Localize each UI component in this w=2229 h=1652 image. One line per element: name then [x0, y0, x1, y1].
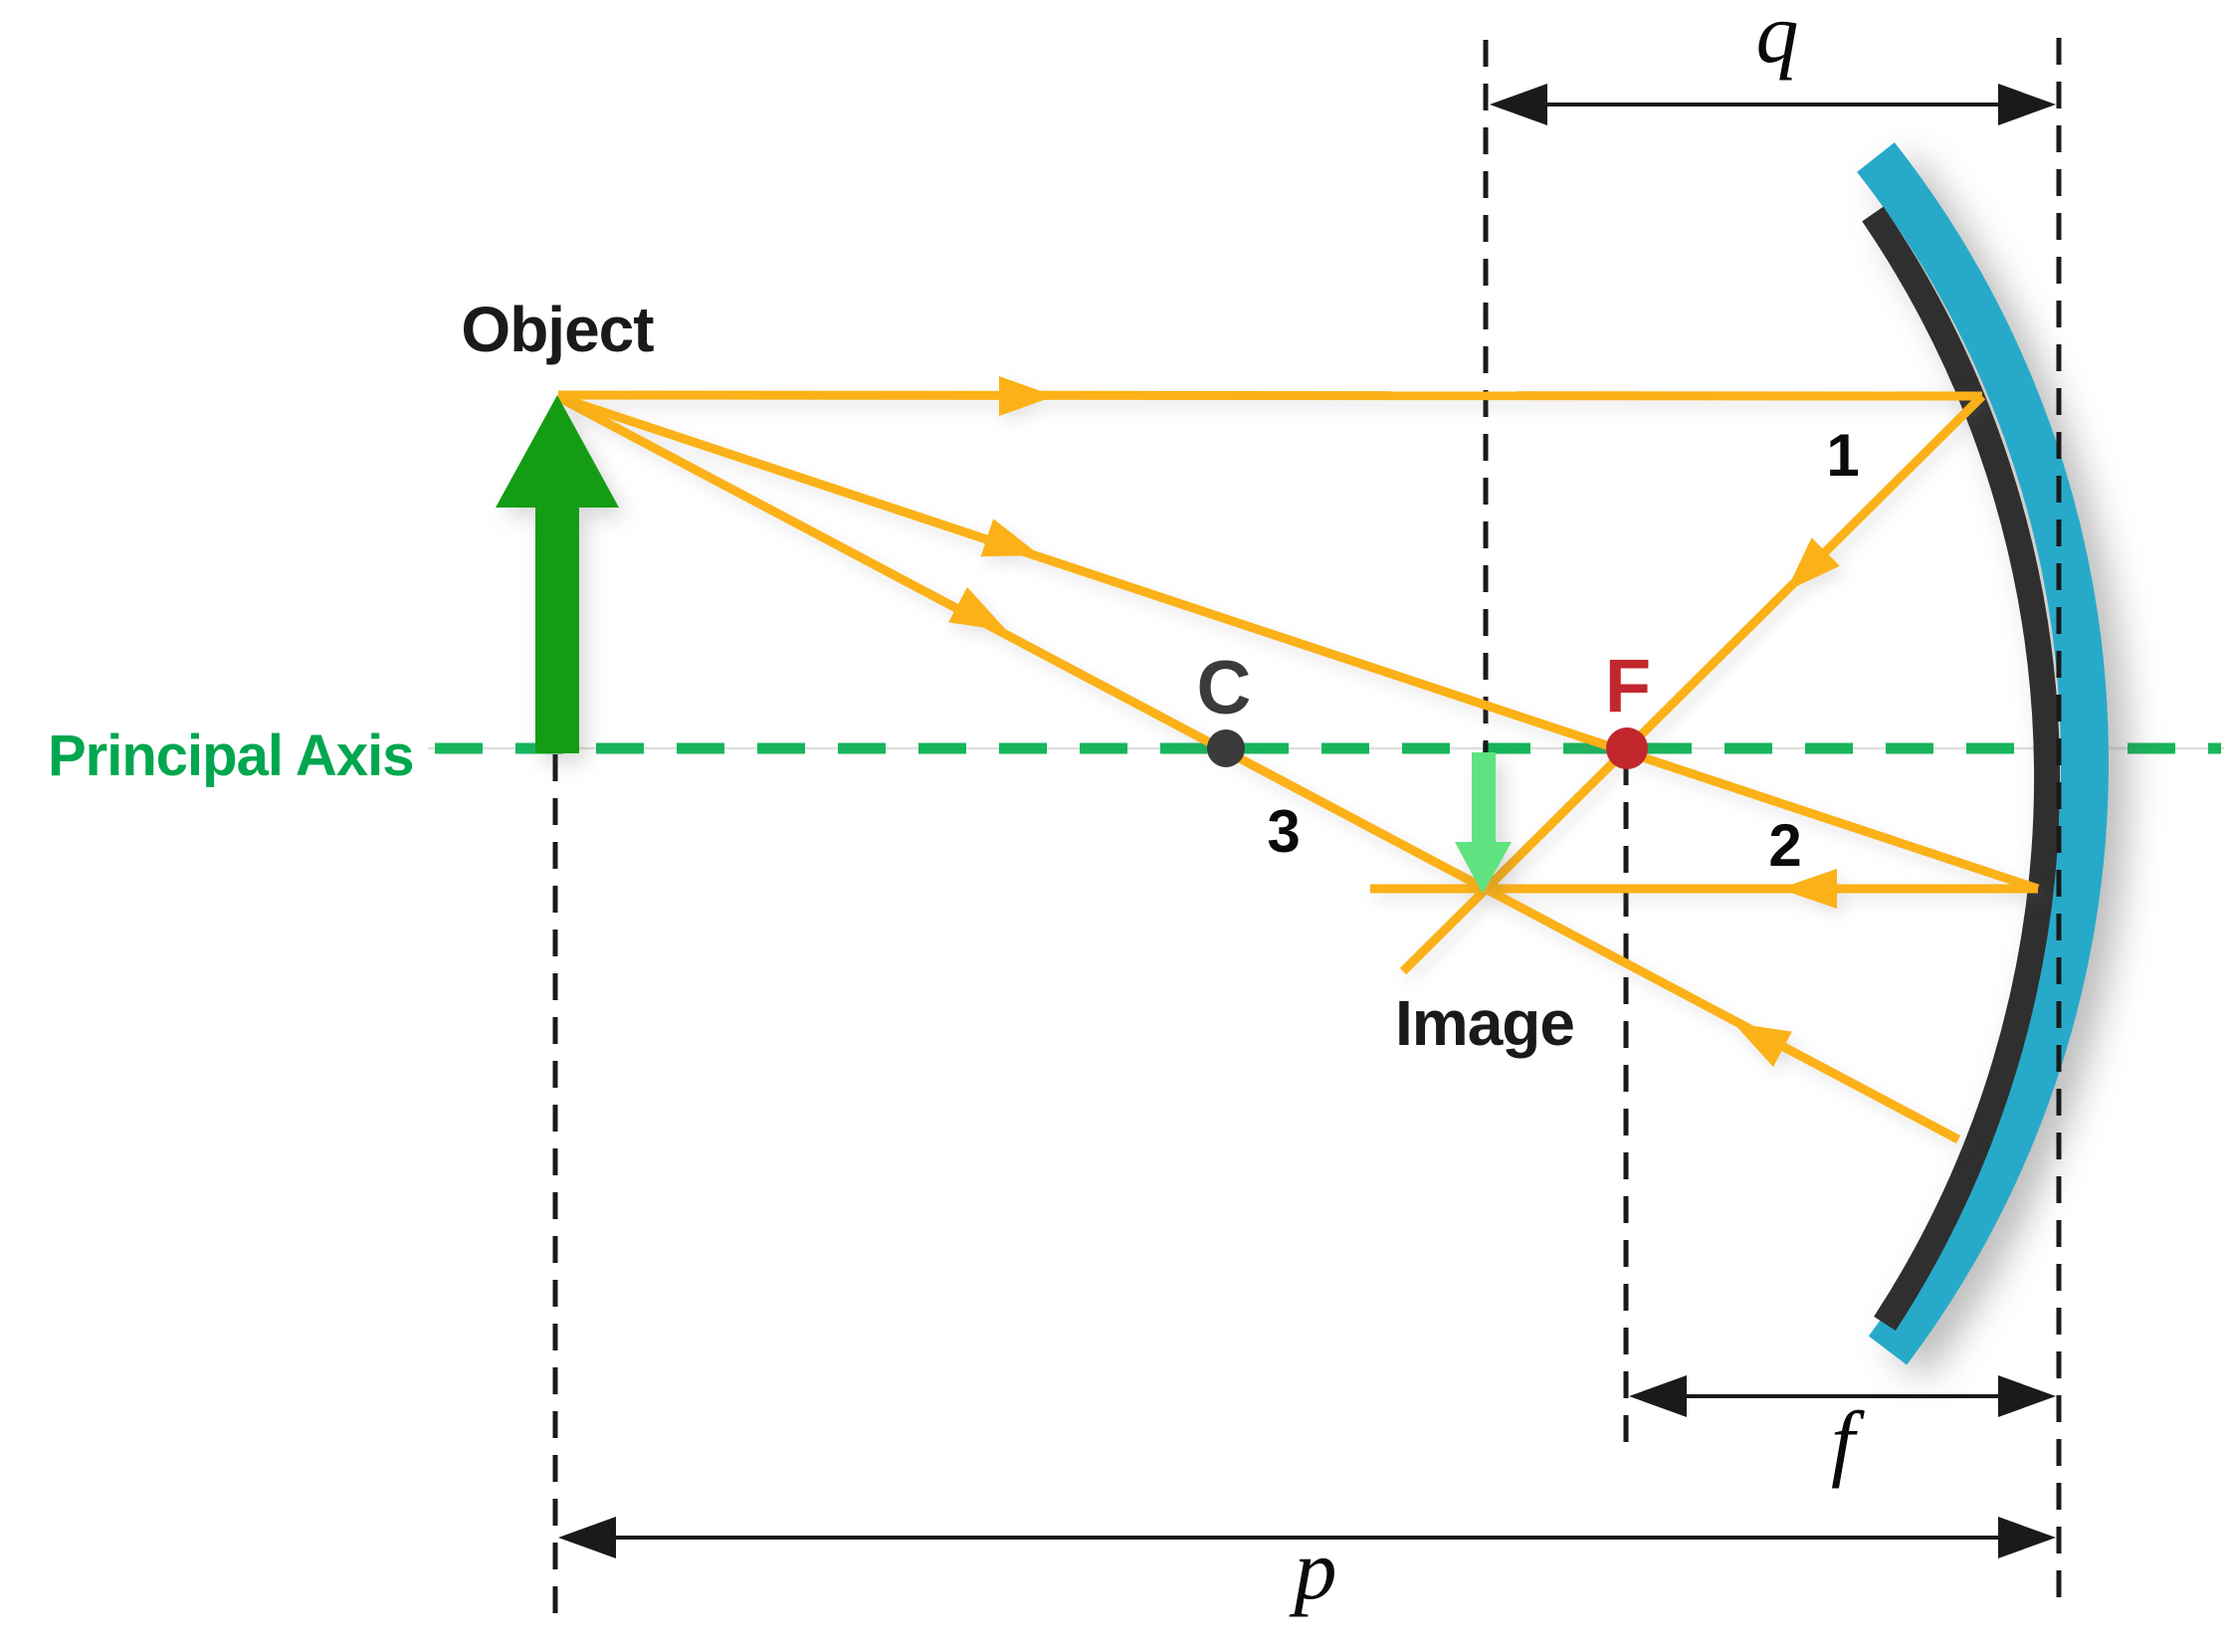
dimension-q-left-arrowhead-icon: [1490, 84, 1547, 125]
ray-1-reflected-arrowhead-icon: [1786, 537, 1840, 591]
image-arrow-group: [1455, 752, 1512, 894]
principal-axis-label: Principal Axis: [48, 723, 413, 788]
mirror-glass-arc: [1857, 142, 2109, 1365]
dimension-p-right-arrowhead-icon: [1998, 1517, 2056, 1558]
construction-lines: [552, 38, 2062, 1620]
image-arrow: [1455, 752, 1512, 894]
focal-point-label: F: [1605, 644, 1651, 728]
ray-2-incident-arrowhead-icon: [980, 518, 1040, 557]
image-distance-label: q: [1756, 0, 1799, 81]
ray-2-reflected-arrowhead-icon: [1779, 869, 1837, 909]
light-rays: [555, 376, 2040, 1143]
ray-3-number-label: 3: [1267, 798, 1300, 865]
ray-1-incident-arrowhead-icon: [999, 376, 1055, 416]
mirror-reflective-surface-arc: [1862, 206, 2061, 1332]
dimension-f: f: [1629, 1375, 2056, 1489]
concave-mirror: [1857, 142, 2109, 1365]
dimension-q-right-arrowhead-icon: [1998, 84, 2056, 125]
ray-3-reflected-arrowhead-icon: [1733, 1023, 1792, 1067]
ray-1-number-label: 1: [1826, 422, 1859, 489]
ray-3-incident-arrowhead-icon: [948, 587, 1007, 631]
center-of-curvature-dot: [1207, 729, 1245, 767]
object-distance-label: p: [1289, 1522, 1337, 1617]
ray-2-number-label: 2: [1768, 812, 1801, 879]
object-arrow: [496, 395, 619, 753]
ray-1-reflected: [1399, 392, 1986, 975]
ray-2-incident: [556, 392, 2040, 894]
ray-3-incident: [555, 393, 1961, 1143]
object-arrow-group: [496, 395, 619, 753]
dimension-q: q: [1490, 0, 2056, 125]
center-of-curvature-label: C: [1197, 646, 1252, 730]
object-label: Object: [461, 294, 654, 365]
focal-point-dot: [1606, 727, 1648, 769]
focal-length-label: f: [1831, 1393, 1865, 1489]
dimension-f-right-arrowhead-icon: [1998, 1375, 2056, 1417]
dimension-f-left-arrowhead-icon: [1629, 1375, 1687, 1417]
ray-1-incident: [557, 390, 1983, 401]
image-label: Image: [1395, 987, 1574, 1059]
dimension-p-left-arrowhead-icon: [558, 1517, 616, 1558]
dimension-p: p: [558, 1517, 2056, 1617]
